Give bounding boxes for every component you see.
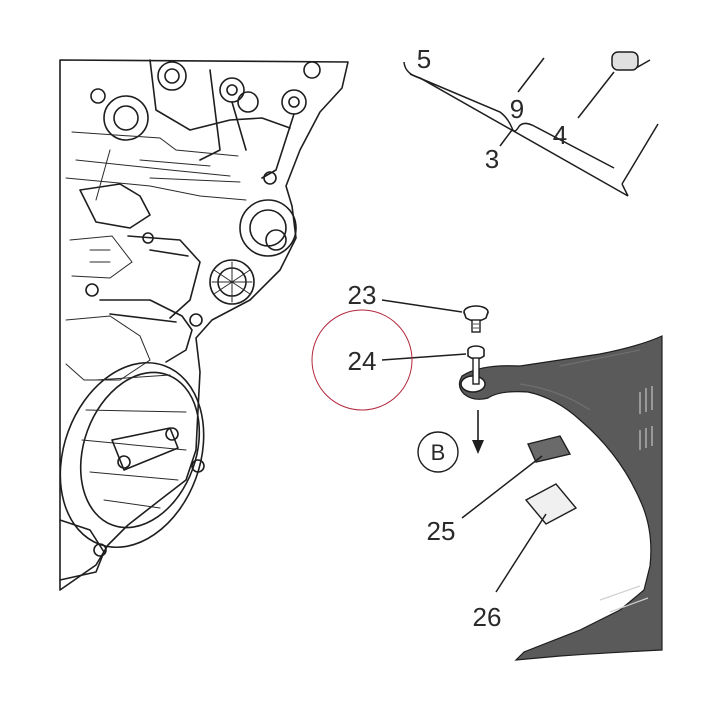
inset-part-icon [611,51,639,71]
callout-25: 25 [427,516,456,546]
direction-arrow [472,410,484,454]
leader-line-26 [495,513,547,593]
leader-line-25 [461,455,543,519]
inset-frame [403,51,659,197]
callout-24: 24 [348,346,377,376]
pad-part-26 [524,483,578,525]
callout-4: 4 [553,120,567,150]
leader-lines [381,299,547,593]
callout-9: 9 [510,94,524,124]
callout-5: 5 [417,44,431,74]
leader-line-24 [381,353,467,361]
pad-part-25 [527,435,572,463]
callout-23: 23 [348,280,377,310]
leader-line-23 [381,299,463,313]
view-marker: B [417,431,459,473]
view-marker-circle [417,431,459,473]
brace-bracket [409,73,615,169]
view-marker-label: B [431,440,446,465]
highlight-circle [311,309,413,411]
screw-part-23 [463,305,489,333]
engine-illustration [59,59,349,591]
callout-3: 3 [485,144,499,174]
washer-part-24 [467,345,485,385]
callout-26: 26 [473,602,502,632]
